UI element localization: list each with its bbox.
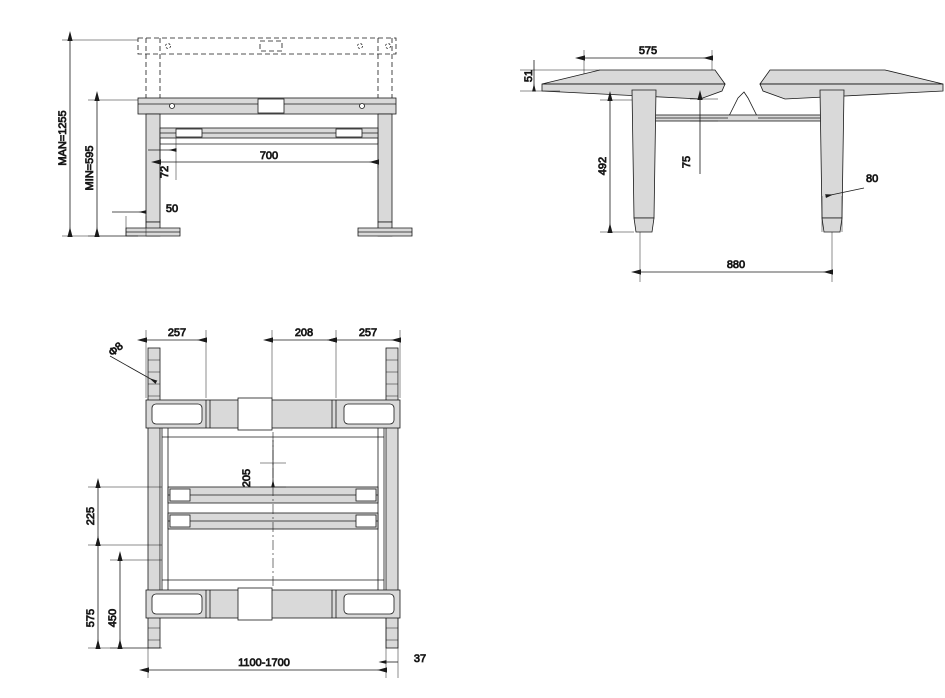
dim-width-range: 1100-1700: [238, 657, 290, 669]
side-elevation-view: 51 575 492 75 80 880: [520, 45, 944, 282]
dim-bracket-offset: 72: [159, 166, 171, 178]
dim-min-height: MIN=595: [84, 146, 96, 191]
dim-top-thickness: 51: [523, 70, 535, 82]
dim-left-span: 257: [168, 327, 186, 339]
dim-foot-depth: 80: [866, 173, 878, 185]
dim-frame-depth-inner: 450: [107, 609, 119, 627]
dim-cable-tray-height: 75: [681, 156, 693, 168]
dim-rail-spacing: 225: [85, 507, 97, 525]
dim-overall-depth: 880: [727, 259, 745, 271]
dim-hole-diameter: Φ8: [107, 340, 126, 359]
dim-frame-depth-outer: 575: [85, 609, 97, 627]
dim-edge-offset: 37: [414, 653, 426, 665]
dim-right-span: 257: [359, 327, 377, 339]
dim-top-depth: 575: [639, 45, 657, 57]
dim-center-span: 208: [295, 327, 313, 339]
dim-leg-height: 492: [597, 157, 609, 175]
dim-beam-length: 700: [260, 150, 278, 162]
dim-max-height: MAN=1255: [57, 110, 69, 165]
front-elevation-view: MAN=1255 MIN=595 700 72 50: [57, 31, 413, 237]
dim-inner-rail-gap: 205: [241, 469, 253, 487]
dim-foot-offset: 50: [166, 203, 178, 215]
plan-top-view: Φ8 257 208 257 205 225 575 450: [85, 327, 427, 678]
